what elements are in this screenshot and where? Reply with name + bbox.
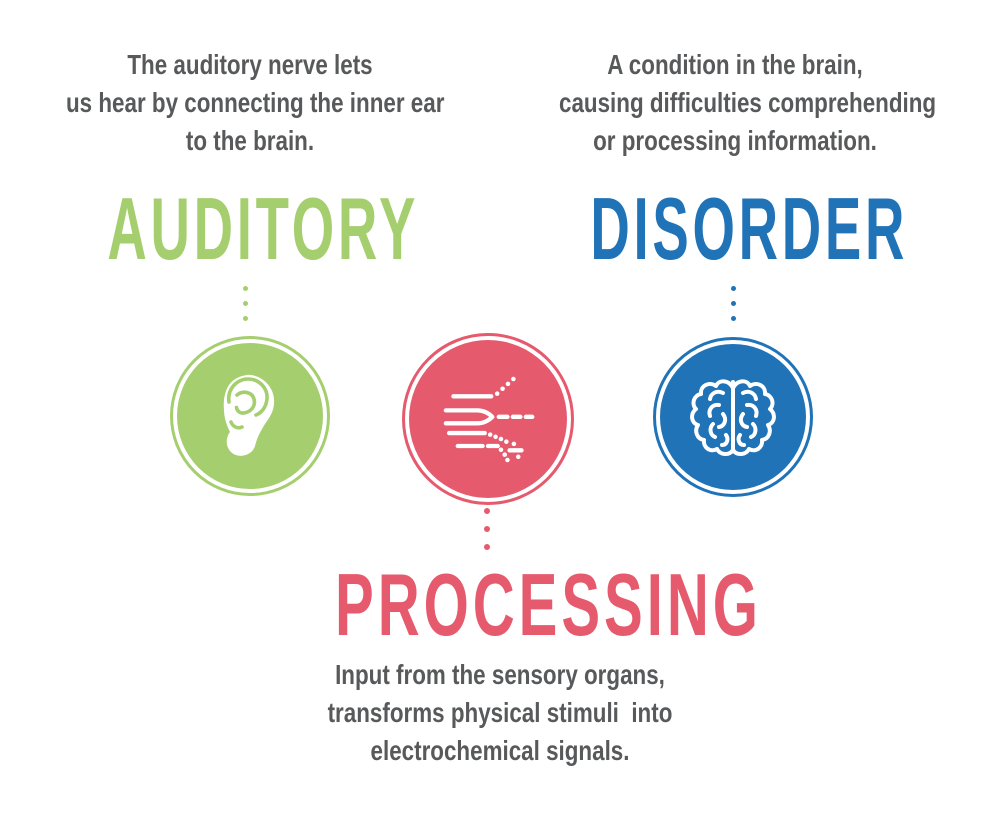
disorder-connector-dots <box>731 286 736 321</box>
ear-icon <box>223 374 275 456</box>
processing-connector-dots <box>484 508 490 550</box>
description-line: causing difficulties comprehending <box>559 87 937 118</box>
signal-badge <box>402 333 574 505</box>
auditory-description: The auditory nerve lets us hear by conne… <box>66 46 445 160</box>
brain-badge <box>653 337 813 497</box>
connector-dot <box>731 301 736 306</box>
description-line: or processing information. <box>593 125 877 156</box>
auditory-connector-dots <box>243 286 248 321</box>
connector-dot <box>731 286 736 291</box>
description-line: us hear by connecting the inner ear <box>66 87 445 118</box>
connector-dot <box>484 508 490 514</box>
description-line: The auditory nerve lets <box>127 49 373 80</box>
connector-dot <box>243 301 248 306</box>
description-line: Input from the sensory organs, <box>335 659 665 690</box>
connector-dot <box>243 286 248 291</box>
description-line: to the brain. <box>185 125 315 156</box>
connector-dot <box>484 526 490 532</box>
connector-dot <box>731 316 736 321</box>
disorder-title: DISORDER <box>590 179 909 278</box>
description-line: electrochemical signals. <box>370 735 630 766</box>
description-line: transforms physical stimuli into <box>327 697 673 728</box>
connector-dot <box>243 316 248 321</box>
disorder-description: A condition in the brain, causing diffic… <box>559 46 937 160</box>
ear-badge <box>170 336 330 496</box>
connector-dot <box>484 544 490 550</box>
description-line: A condition in the brain, <box>607 49 863 80</box>
auditory-title: AUDITORY <box>107 179 420 278</box>
processing-description: Input from the sensory organs, transform… <box>300 656 700 770</box>
processing-title: PROCESSING <box>335 555 762 654</box>
signal-processing-icon <box>443 376 535 463</box>
brain-icon <box>690 379 776 456</box>
